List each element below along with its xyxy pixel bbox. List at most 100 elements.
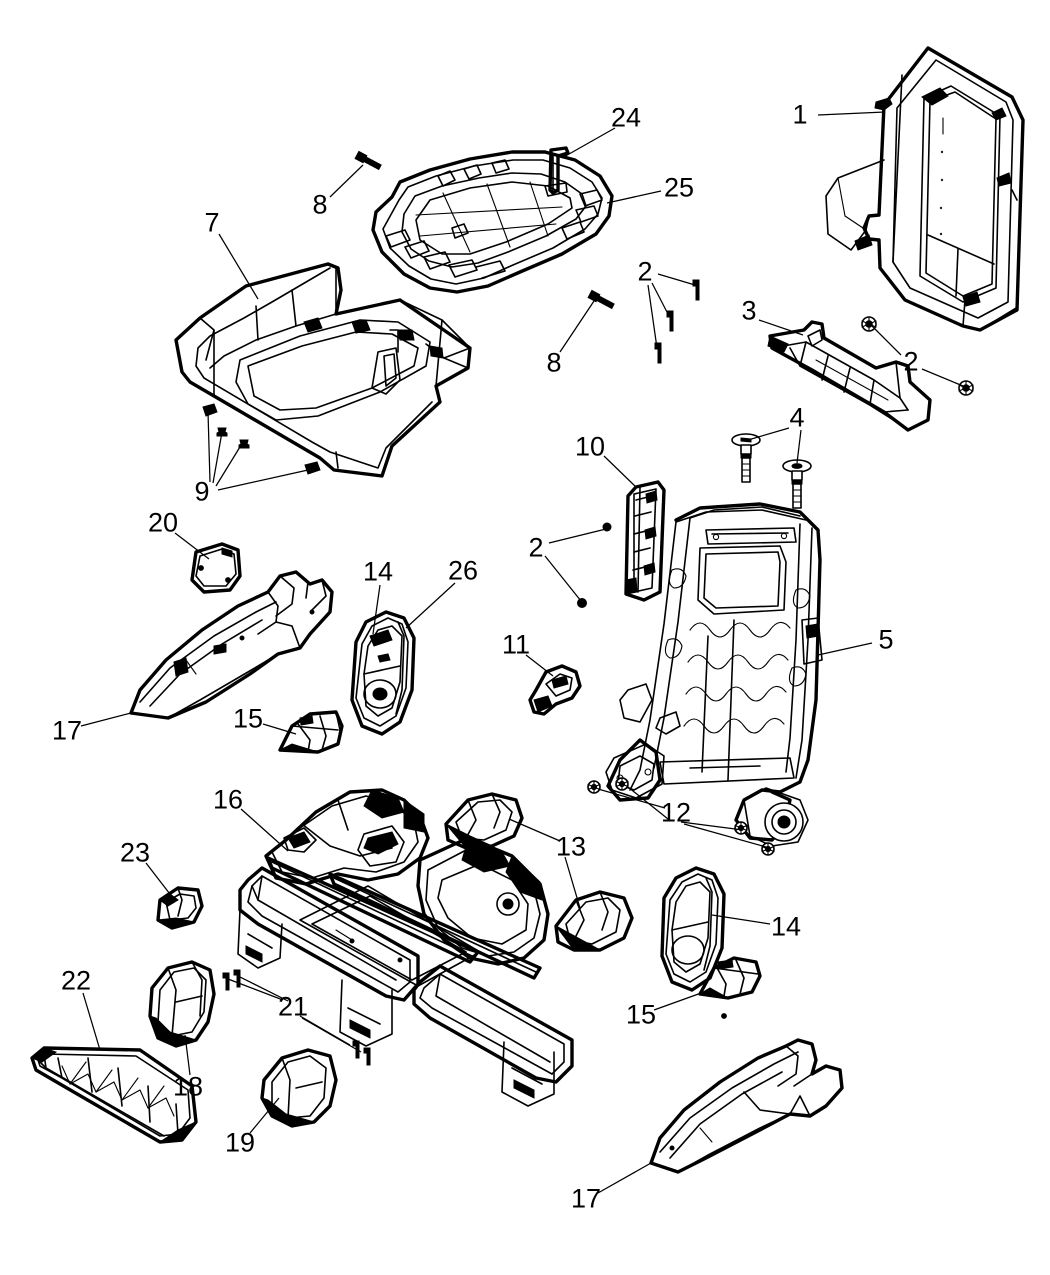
leader-line-push-nut xyxy=(871,325,902,356)
part-8-screws xyxy=(354,150,615,310)
part-3-lower-trim-bar xyxy=(767,320,932,432)
leader-line-seat-track-end-cover xyxy=(249,1097,280,1134)
leader-line-flange-nut xyxy=(683,823,767,848)
callout-recline-release-lever: 11 xyxy=(501,629,531,660)
callout-flange-nut: 12 xyxy=(660,797,692,828)
callout-seat-back-side-bracket: 10 xyxy=(574,431,606,462)
callout-seat-back-frame: 5 xyxy=(878,624,894,655)
callout-recliner-handle-bezel: 14 xyxy=(770,911,802,942)
leader-line-push-nut xyxy=(921,368,964,387)
leader-line-seat-back-frame xyxy=(817,642,873,656)
leader-line-screw xyxy=(329,164,364,198)
callout-seat-side-shield-inner: 17 xyxy=(570,1183,602,1214)
leader-line-recliner-handle-bezel xyxy=(711,914,771,925)
leader-line-push-pin-rivet xyxy=(215,441,244,487)
part-16-track-assembly xyxy=(237,788,574,1107)
leader-line-seat-back-cover-panel xyxy=(817,111,886,116)
part-22-track-cover-strip xyxy=(30,1046,198,1144)
leader-line-recline-release-lever xyxy=(525,654,554,677)
callout-track-end-clip: 23 xyxy=(119,837,151,868)
callout-seat-track-end-cover: 13 xyxy=(555,831,587,862)
leader-line-flange-nut xyxy=(597,788,666,809)
part-5-seat-back-frame xyxy=(605,502,823,847)
leader-line-push-pin-rivet xyxy=(212,431,223,484)
leader-line-seat-latch-handle xyxy=(561,127,616,159)
callout-push-pin-clip: 2 xyxy=(528,532,544,563)
leader-line-recliner-handle xyxy=(405,582,456,629)
part-14b-recliner-bezel xyxy=(660,866,726,992)
part-19-track-end-cover xyxy=(260,1048,338,1128)
leader-line-shoulder-bolt xyxy=(747,427,790,441)
part-7-cushion-pan xyxy=(174,262,472,478)
part-15b-trim-wedge xyxy=(698,956,762,1019)
callout-push-pin-rivet: 9 xyxy=(194,476,210,507)
callout-seat-back-lower-trim-bar: 3 xyxy=(741,295,757,326)
leader-line-seat-adjuster-track-assembly xyxy=(240,808,289,852)
callout-recliner-handle-bezel: 14 xyxy=(362,556,394,587)
leader-line-seat-cushion-frame xyxy=(606,190,662,204)
callout-seat-cushion-frame: 25 xyxy=(663,172,695,203)
leader-line-seat-side-shield-outer xyxy=(80,712,132,727)
leader-line-seat-back-side-bracket xyxy=(603,455,637,488)
callout-leader-lines xyxy=(80,111,964,1194)
leader-line-seat-track-end-cover xyxy=(508,818,561,842)
part-26-recliner-handle xyxy=(350,610,416,736)
callout-seat-adjuster-track-assembly: 16 xyxy=(212,784,244,815)
part-10-side-bracket xyxy=(624,480,666,602)
callout-push-nut: 2 xyxy=(903,346,919,377)
leader-line-push-pin-clip xyxy=(647,284,658,349)
part-24-latch-handle xyxy=(544,146,570,197)
leader-line-push-pin-rivet xyxy=(207,411,211,483)
callout-screw: 21 xyxy=(277,991,309,1022)
callout-seat-cushion-pan-trim: 7 xyxy=(204,207,220,238)
part-1-seat-back-cover xyxy=(825,46,1025,332)
leader-line-seat-cushion-pan-trim xyxy=(218,233,259,300)
leader-line-screw xyxy=(301,1017,362,1053)
callout-screw: 8 xyxy=(546,347,562,378)
leader-line-seat-trim-wedge xyxy=(262,723,297,735)
callout-recliner-handle: 26 xyxy=(447,555,479,586)
callout-track-cover-strip: 22 xyxy=(60,965,92,996)
callout-seat-trim-wedge: 15 xyxy=(625,999,657,1030)
leader-line-flange-nut xyxy=(680,821,744,831)
callout-seat-track-end-cover: 18 xyxy=(172,1071,204,1102)
leader-line-screw xyxy=(237,975,289,1002)
part-17b-side-shield-inner xyxy=(649,1038,844,1174)
callout-screw: 8 xyxy=(312,189,328,220)
leader-line-screw xyxy=(227,978,284,1001)
part-13-track-end-cover-a xyxy=(444,792,524,850)
callout-seat-latch-handle: 24 xyxy=(610,102,642,133)
leader-line-seat-back-lower-trim-bar xyxy=(758,319,804,336)
part-17a-side-shield-outer xyxy=(129,570,334,720)
leader-line-seat-trim-wedge xyxy=(653,991,705,1011)
callout-seat-trim-wedge: 15 xyxy=(232,703,264,734)
part-13-track-end-cover-b xyxy=(554,890,634,952)
part-23-track-clip xyxy=(156,886,204,930)
leader-line-track-cover-strip xyxy=(82,992,101,1051)
leader-line-recliner-handle-bezel xyxy=(372,584,381,635)
callout-seat-track-end-cover: 19 xyxy=(224,1127,256,1158)
part-25-seat-cushion-frame xyxy=(371,146,614,294)
leader-line-seat-track-end-cover xyxy=(564,856,581,909)
leader-line-track-end-clip xyxy=(145,862,174,899)
part-11-release-lever xyxy=(528,664,582,716)
leader-line-pivot-cover-cap xyxy=(174,532,210,560)
callout-seat-side-shield-outer: 17 xyxy=(51,715,83,746)
leader-line-seat-track-end-cover xyxy=(184,1034,191,1076)
leader-line-push-pin-clip xyxy=(544,555,582,602)
part-2-fasteners xyxy=(577,279,974,608)
part-20-pivot-cap xyxy=(190,542,242,594)
leader-line-push-pin-rivet xyxy=(217,469,309,491)
callout-pivot-cover-cap: 20 xyxy=(147,507,179,538)
leader-line-screw xyxy=(559,297,597,353)
leader-line-push-pin-clip xyxy=(651,282,670,317)
leader-line-flange-nut xyxy=(627,786,669,820)
leader-line-shoulder-bolt xyxy=(796,429,802,464)
part-18-track-end-cover xyxy=(148,960,216,1048)
part-15a-trim-wedge xyxy=(278,710,344,754)
part-12-flange-nuts xyxy=(587,777,775,856)
callout-seat-back-cover-panel: 1 xyxy=(792,99,808,130)
leader-line-push-pin-clip xyxy=(657,273,696,286)
